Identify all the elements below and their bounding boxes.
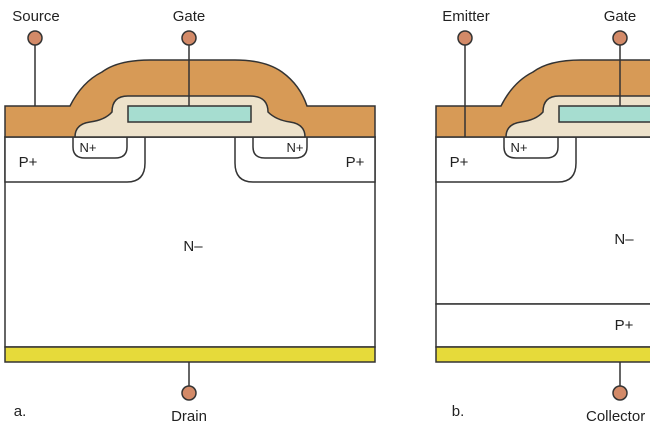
drain-terminal-icon[interactable] [181, 385, 197, 401]
mosfet-gate-terminal-icon[interactable] [181, 30, 197, 46]
mosfet-left-n-label: N+ [80, 140, 97, 155]
igbt-drift-label: N– [614, 231, 634, 248]
igbt-left-n-label: N+ [511, 140, 528, 155]
emitter-label: Emitter [442, 8, 490, 25]
emitter-terminal-icon[interactable] [457, 30, 473, 46]
mosfet-right-n-label: N+ [287, 140, 304, 155]
mosfet-diagram: Source Gate Drain P+ P+ N+ N+ N– a. [4, 8, 376, 425]
collector-label: Collector [586, 408, 645, 425]
igbt-left-p-label: P+ [450, 154, 469, 171]
igbt-gate-label: Gate [604, 8, 637, 25]
mosfet-drain-contact [4, 346, 376, 363]
drain-label: Drain [171, 408, 207, 425]
igbt-poly-gate [558, 105, 650, 123]
mosfet-poly-gate [127, 105, 252, 123]
source-terminal-icon[interactable] [27, 30, 43, 46]
igbt-gate-terminal-icon[interactable] [612, 30, 628, 46]
mosfet-right-p-label: P+ [346, 154, 365, 171]
igbt-substrate-label: P+ [615, 317, 634, 334]
collector-contact [435, 346, 650, 363]
collector-terminal-icon[interactable] [612, 385, 628, 401]
caption-a: a. [14, 403, 27, 420]
mosfet-drift-label: N– [183, 238, 203, 255]
mosfet-left-n-plus [72, 136, 128, 159]
igbt-diagram: Emitter Gate Collector P+ N+ N– P+ b. [435, 8, 650, 425]
mosfet-left-p-label: P+ [19, 154, 38, 171]
mosfet-right-n-plus [252, 136, 308, 159]
mosfet-gate-label: Gate [173, 8, 206, 25]
caption-b: b. [452, 403, 465, 420]
igbt-p-substrate [435, 303, 650, 348]
source-label: Source [12, 8, 60, 25]
igbt-left-n-plus [503, 136, 559, 159]
